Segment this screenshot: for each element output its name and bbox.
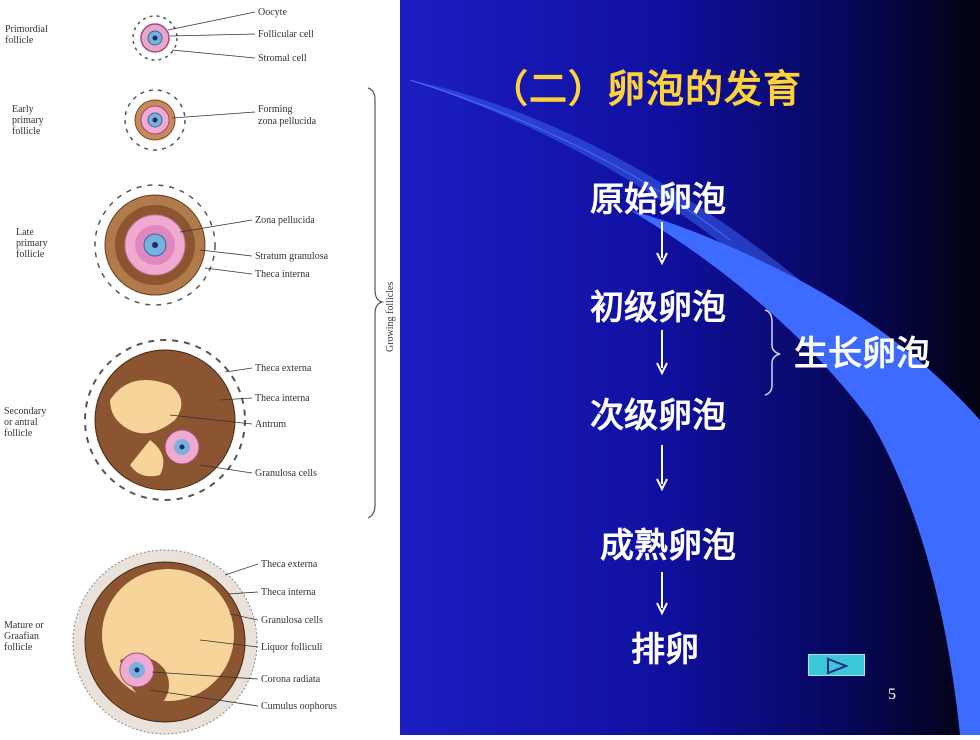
svg-text:Stratum granulosa: Stratum granulosa	[255, 251, 329, 262]
stage-secondary: 次级卵泡	[590, 396, 726, 436]
svg-text:Secondary: Secondary	[4, 406, 46, 417]
svg-text:follicle: follicle	[5, 35, 34, 46]
svg-text:Early: Early	[12, 104, 34, 115]
page-number: 5	[888, 686, 896, 703]
late-primary-follicle	[94, 184, 216, 306]
growing-follicles-bracket-label: Growing follicles	[385, 282, 396, 352]
svg-text:Granulosa cells: Granulosa cells	[255, 468, 317, 479]
slide-background-swoosh	[409, 79, 980, 735]
svg-text:Graafian: Graafian	[4, 631, 39, 642]
svg-text:Oocyte: Oocyte	[258, 7, 287, 18]
svg-text:zona pellucida: zona pellucida	[258, 116, 317, 127]
svg-text:Forming: Forming	[258, 104, 292, 115]
svg-text:Theca interna: Theca interna	[261, 587, 316, 598]
svg-text:Theca interna: Theca interna	[255, 393, 310, 404]
svg-text:Zona pellucida: Zona pellucida	[255, 215, 315, 226]
next-slide-button[interactable]	[808, 654, 865, 676]
svg-text:Antrum: Antrum	[255, 419, 286, 430]
svg-text:Theca interna: Theca interna	[255, 269, 310, 280]
svg-text:follicle: follicle	[16, 249, 45, 260]
svg-text:Stromal cell: Stromal cell	[258, 53, 307, 64]
slide-title: （二）卵泡的发育	[490, 66, 803, 111]
stage-primary: 初级卵泡	[590, 288, 726, 328]
svg-text:Late: Late	[16, 227, 34, 238]
early-primary-follicle	[124, 89, 186, 151]
svg-text:Granulosa cells: Granulosa cells	[261, 615, 323, 626]
secondary-follicle	[84, 339, 246, 501]
svg-text:Theca externa: Theca externa	[255, 363, 312, 374]
stage-primordial: 原始卵泡	[590, 180, 726, 220]
follicle-diagram-panel: Primordial follicle Oocyte Follicular ce…	[0, 0, 400, 735]
row-name-primordial: Primordial	[5, 24, 48, 35]
svg-text:follicle: follicle	[4, 428, 33, 439]
follicle-diagram: Primordial follicle Oocyte Follicular ce…	[4, 7, 396, 735]
svg-text:or antral: or antral	[4, 417, 38, 428]
svg-text:Liquor folliculi: Liquor folliculi	[261, 642, 323, 653]
slide-panel: （二）卵泡的发育 原始卵泡 初级卵泡 次级卵泡 成熟卵泡 排卵 生长卵泡 5	[400, 0, 980, 735]
stage-ovulation: 排卵	[631, 630, 699, 670]
growing-follicle-label: 生长卵泡	[794, 334, 930, 374]
svg-text:Corona radiata: Corona radiata	[261, 674, 321, 685]
svg-text:Follicular cell: Follicular cell	[258, 29, 314, 40]
svg-text:follicle: follicle	[12, 126, 41, 137]
svg-text:Mature or: Mature or	[4, 620, 44, 631]
svg-text:Cumulus oophorus: Cumulus oophorus	[261, 701, 337, 712]
stage-mature: 成熟卵泡	[600, 526, 736, 566]
svg-text:primary: primary	[12, 115, 44, 126]
play-triangle-icon	[827, 657, 849, 675]
svg-text:follicle: follicle	[4, 642, 33, 653]
svg-text:Theca externa: Theca externa	[261, 559, 318, 570]
primordial-follicle	[132, 15, 178, 61]
mature-follicle	[72, 549, 258, 735]
svg-text:primary: primary	[16, 238, 48, 249]
